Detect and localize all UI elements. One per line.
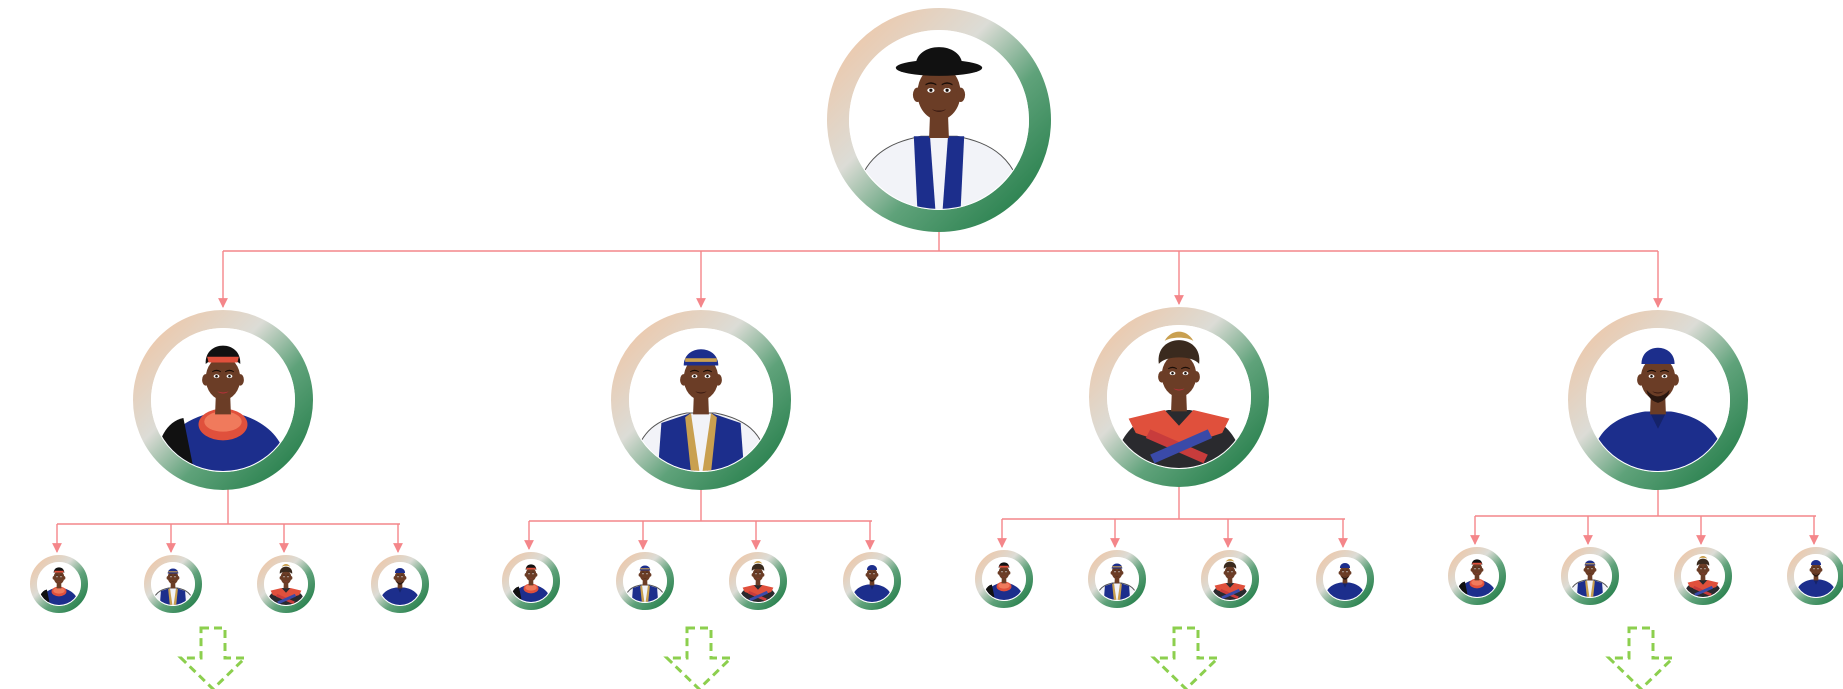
- avatar-figure: [1324, 563, 1366, 600]
- avatar-figure: [38, 567, 79, 605]
- expand-down-arrow-icon[interactable]: [1605, 626, 1677, 689]
- avatar-figure: [852, 47, 1026, 209]
- avatar-ring: [1089, 307, 1269, 487]
- avatar-figure: [379, 568, 421, 605]
- grandchild-avatar[interactable]: [144, 555, 202, 613]
- avatar-ring: [371, 555, 429, 613]
- grandchild-avatar[interactable]: [1674, 547, 1732, 605]
- avatar-ring: [843, 552, 901, 610]
- avatar-ring: [616, 552, 674, 610]
- avatar-ring: [1201, 550, 1259, 608]
- avatar-ring: [1448, 547, 1506, 605]
- connector-lines: [52, 204, 1819, 553]
- avatar-ring: [1787, 547, 1843, 605]
- grandchild-avatar[interactable]: [1787, 547, 1843, 605]
- avatar-ring: [144, 555, 202, 613]
- avatar-ring: [1088, 550, 1146, 608]
- grandchild-avatar[interactable]: [843, 552, 901, 610]
- grandchild-avatar[interactable]: [30, 555, 88, 613]
- avatar-figure: [510, 564, 551, 602]
- avatar-figure: [1569, 560, 1611, 597]
- grandchild-avatar[interactable]: [502, 552, 560, 610]
- child-avatar[interactable]: [133, 310, 313, 490]
- grandchild-avatar[interactable]: [616, 552, 674, 610]
- avatar-ring: [1568, 310, 1748, 490]
- avatar-figure: [1683, 556, 1723, 597]
- avatar-figure: [152, 568, 194, 605]
- avatar-figure: [266, 564, 306, 605]
- avatar-figure: [1589, 347, 1727, 471]
- avatar-ring: [502, 552, 560, 610]
- avatar-figure: [1114, 331, 1244, 468]
- avatar-ring: [30, 555, 88, 613]
- expand-down-arrow-icon[interactable]: [177, 626, 249, 689]
- avatar-ring: [1316, 550, 1374, 608]
- avatar-figure: [632, 349, 770, 471]
- root-avatar[interactable]: [827, 8, 1051, 232]
- grandchild-avatar[interactable]: [257, 555, 315, 613]
- grandchild-avatar[interactable]: [1448, 547, 1506, 605]
- expand-down-arrow-icon[interactable]: [663, 626, 735, 689]
- avatar-figure: [1795, 560, 1837, 597]
- tree-nodes: [30, 8, 1843, 613]
- avatar-ring: [1674, 547, 1732, 605]
- child-avatar[interactable]: [611, 310, 791, 490]
- avatar-ring: [975, 550, 1033, 608]
- grandchild-avatar[interactable]: [1316, 550, 1374, 608]
- child-avatar[interactable]: [1089, 307, 1269, 487]
- grandchild-avatar[interactable]: [371, 555, 429, 613]
- avatar-ring: [257, 555, 315, 613]
- expand-arrows: [177, 626, 1677, 689]
- avatar-ring: [611, 310, 791, 490]
- avatar-figure: [1210, 559, 1250, 600]
- avatar-figure: [156, 345, 288, 471]
- grandchild-avatar[interactable]: [1561, 547, 1619, 605]
- grandchild-avatar[interactable]: [1201, 550, 1259, 608]
- avatar-ring: [133, 310, 313, 490]
- grandchild-avatar[interactable]: [1088, 550, 1146, 608]
- avatar-ring: [729, 552, 787, 610]
- avatar-ring: [1561, 547, 1619, 605]
- avatar-figure: [738, 561, 778, 602]
- grandchild-avatar[interactable]: [975, 550, 1033, 608]
- avatar-figure: [851, 565, 893, 602]
- expand-down-arrow-icon[interactable]: [1150, 626, 1222, 689]
- child-avatar[interactable]: [1568, 310, 1748, 490]
- grandchild-avatar[interactable]: [729, 552, 787, 610]
- avatar-ring: [827, 8, 1051, 232]
